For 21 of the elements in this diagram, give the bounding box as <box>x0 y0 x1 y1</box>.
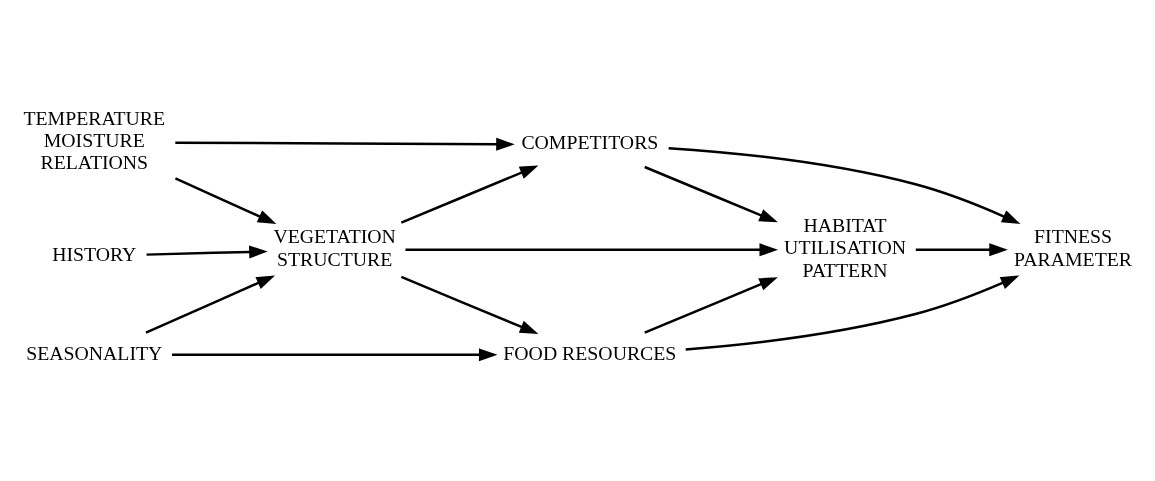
arrow <box>145 275 276 334</box>
node-text: COMPETITORS <box>521 131 659 154</box>
arrow <box>644 165 778 223</box>
arrow <box>685 275 1020 351</box>
arrow <box>172 348 498 362</box>
node-text: FITNESS PARAMETER <box>1014 225 1132 270</box>
arrow <box>175 137 515 151</box>
node-text: HABITAT UTILISATION PATTERN <box>784 214 906 281</box>
arrow <box>405 243 779 257</box>
arrow <box>915 243 1008 257</box>
arrow <box>668 146 1021 224</box>
node-text: HISTORY <box>52 242 137 265</box>
arrow <box>146 245 268 259</box>
node-text: VEGETATION STRUCTURE <box>273 225 396 270</box>
node-text: TEMPERATURE MOISTURE RELATIONS <box>23 106 166 174</box>
arrow <box>400 275 539 334</box>
arrow <box>400 165 539 224</box>
node-text: SEASONALITY <box>26 341 163 364</box>
arrow <box>174 177 277 224</box>
arrow <box>644 277 778 334</box>
node-text: FOOD RESOURCES <box>503 341 677 364</box>
